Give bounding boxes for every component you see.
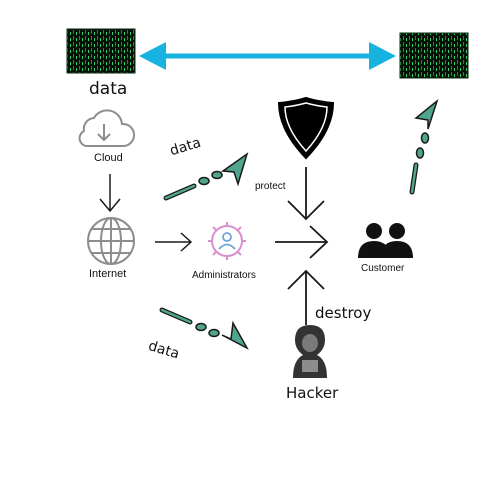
arrow-internet-to-admin [155, 232, 193, 252]
data-arrow-mid [163, 152, 249, 201]
internet-label: Internet [89, 268, 127, 280]
arrow-cloud-to-internet [99, 174, 121, 213]
administrators-label: Administrators [192, 270, 256, 281]
admin-gear-icon [208, 222, 246, 260]
data-label-top: data [89, 79, 128, 99]
double-arrow-link [139, 42, 396, 70]
matrix-image-right [399, 32, 469, 79]
hacker-icon [293, 325, 327, 378]
data-arrow-right [409, 98, 439, 195]
arrow-shield-down [287, 167, 325, 221]
cloud-label: Cloud [94, 152, 123, 164]
matrix-image-left [66, 28, 136, 74]
shield-icon [277, 96, 335, 160]
protect-label: protect [255, 181, 286, 192]
customer-label: Customer [361, 263, 405, 274]
cloud-icon [78, 109, 136, 147]
destroy-label: destroy [315, 304, 372, 322]
users-icon [358, 223, 413, 258]
hacker-label: Hacker [286, 384, 339, 402]
data-arrow-low [159, 307, 249, 350]
arrow-hacker-up [287, 269, 325, 325]
globe-icon [87, 217, 135, 265]
arrow-center-right [275, 225, 329, 259]
